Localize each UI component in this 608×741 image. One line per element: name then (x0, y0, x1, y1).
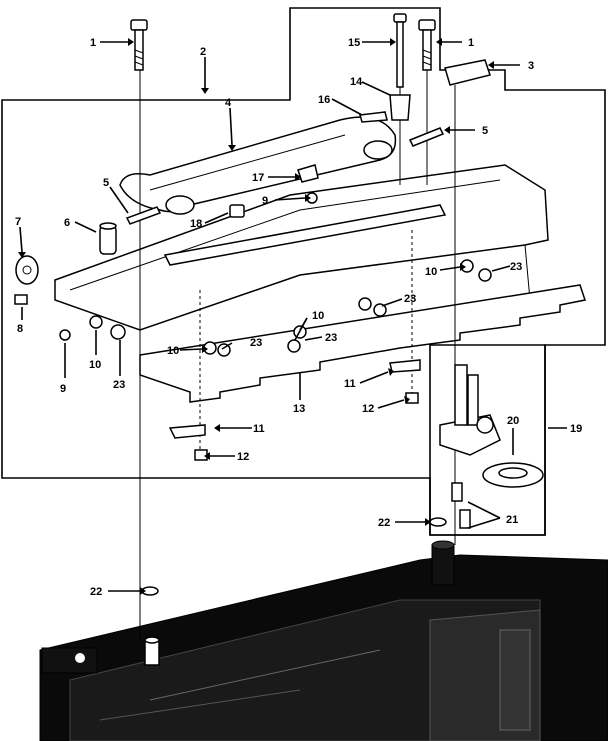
callout-5-left: 5 (103, 177, 109, 189)
pin-5-left (125, 206, 162, 225)
callout-15: 15 (348, 37, 360, 49)
callout-2: 2 (200, 46, 206, 58)
callout-labels: 1 1 2 3 4 5 5 6 7 8 9 9 10 10 10 10 11 1… (15, 37, 582, 598)
callout-6: 6 (64, 217, 70, 229)
callout-9-mid: 9 (262, 195, 268, 207)
pin-5-right (408, 127, 445, 147)
clip-11-left (168, 424, 206, 439)
callout-1-right: 1 (468, 37, 474, 49)
callout-1-left: 1 (90, 37, 96, 49)
pin-6 (99, 222, 117, 255)
callout-22-a: 22 (90, 586, 102, 598)
clip-17 (297, 164, 319, 183)
callout-23-a: 23 (113, 379, 125, 391)
callout-18: 18 (190, 218, 202, 230)
callout-16: 16 (318, 94, 330, 106)
mechanism-19 (439, 364, 501, 456)
callout-10-a: 10 (89, 359, 101, 371)
screw-1-right (418, 19, 436, 71)
assembly-box-19 (429, 344, 546, 536)
callout-23-e: 23 (510, 261, 522, 273)
ring-20 (482, 462, 544, 488)
screw-9-left (59, 329, 71, 341)
screw-18 (229, 204, 245, 218)
base-posts (144, 540, 455, 666)
callout-21: 21 (506, 514, 518, 526)
callout-7: 7 (15, 216, 21, 228)
screw-15 (393, 13, 407, 88)
clip-11-right (389, 359, 421, 373)
spring-8 (14, 294, 28, 305)
callout-4: 4 (225, 97, 232, 109)
callout-8: 8 (17, 323, 23, 335)
screw-1-left (130, 19, 148, 71)
callout-10-d: 10 (425, 266, 437, 278)
callout-19: 19 (570, 423, 582, 435)
nuts-23 (110, 268, 492, 357)
machine-base (39, 554, 608, 741)
block-3 (444, 59, 491, 86)
callout-10-c: 10 (312, 310, 324, 322)
lever-16 (359, 111, 388, 123)
callout-12-b: 12 (362, 403, 374, 415)
callout-22-b: 22 (378, 517, 390, 529)
callout-14: 14 (350, 76, 363, 88)
rail-13 (139, 284, 586, 403)
bushing-14 (389, 94, 411, 121)
callout-11-b: 11 (344, 378, 356, 390)
callout-9-left: 9 (60, 383, 66, 395)
callout-23-d: 23 (404, 293, 416, 305)
callout-10-b: 10 (167, 345, 179, 357)
handle-plate (163, 204, 447, 266)
callout-23-b: 23 (250, 337, 262, 349)
callout-13: 13 (293, 403, 305, 415)
screws-21 (451, 482, 471, 529)
callout-3: 3 (528, 60, 534, 72)
callout-12-a: 12 (237, 451, 249, 463)
callout-20: 20 (507, 415, 519, 427)
callout-23-c: 23 (325, 332, 337, 344)
cam-7 (15, 255, 39, 285)
leader-lines (18, 38, 567, 595)
callout-11-a: 11 (253, 423, 265, 435)
screw-12-left (194, 449, 208, 461)
callout-5-right: 5 (482, 125, 488, 137)
callout-17: 17 (252, 172, 264, 184)
